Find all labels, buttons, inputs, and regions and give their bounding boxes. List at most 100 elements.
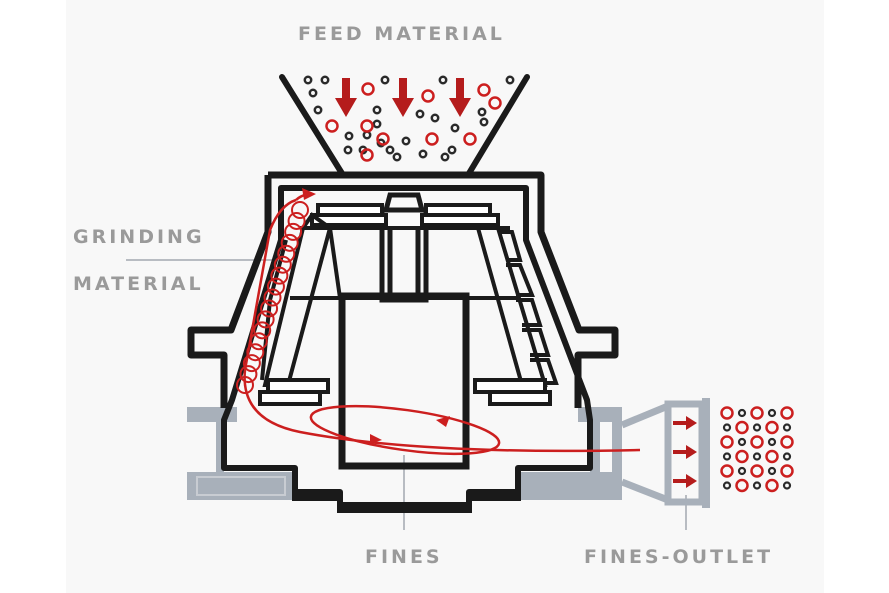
outlet-arrow-shaft xyxy=(673,479,687,483)
right-grinding-ring xyxy=(473,226,559,406)
feed-particle-dark xyxy=(477,107,487,117)
feed-particle-red xyxy=(463,132,477,146)
outlet-arrow-icon xyxy=(686,416,697,430)
grinding-particle xyxy=(273,255,292,274)
feed-particle-dark xyxy=(401,136,411,146)
fines-particle-dark xyxy=(722,481,732,490)
outlet-arrow-shaft xyxy=(673,421,687,425)
feed-particles xyxy=(303,75,515,162)
fines-particle-red xyxy=(780,464,794,478)
feed-particle-red xyxy=(421,89,435,103)
fines-particles xyxy=(720,406,794,493)
base-outline xyxy=(292,468,521,513)
outlet-arrow-shaft xyxy=(673,450,687,454)
flow-arrowhead-top xyxy=(302,188,316,200)
feed-particle-dark xyxy=(362,130,372,140)
feed-particle-dark xyxy=(430,113,440,123)
feed-particle-dark xyxy=(344,131,354,141)
fines-particle-red xyxy=(780,406,794,420)
left-grinding-ring xyxy=(258,212,342,406)
fines-particle-red xyxy=(735,420,749,435)
label-feed-material: FEED MATERIAL xyxy=(298,23,505,45)
grinding-particle xyxy=(270,266,289,285)
feed-particle-red xyxy=(360,119,374,133)
grinding-particle xyxy=(284,222,303,241)
feed-particle-dark xyxy=(343,145,353,155)
grinding-particle xyxy=(291,201,309,219)
feed-particle-red xyxy=(477,83,491,97)
feed-particle-red xyxy=(488,96,502,110)
feed-particle-red xyxy=(361,82,375,96)
grinding-particle xyxy=(277,244,296,263)
feed-particle-dark xyxy=(447,145,457,155)
feed-particle-dark xyxy=(313,105,323,115)
fines-particle-dark xyxy=(752,481,762,490)
grinding-particle xyxy=(287,211,306,230)
grinding-particle xyxy=(256,310,275,329)
fines-particle-dark xyxy=(782,423,792,432)
feed-hopper xyxy=(279,74,530,178)
grinding-particle xyxy=(263,288,282,307)
fines-particle-dark xyxy=(767,437,777,447)
fines-particle-red xyxy=(735,478,749,493)
feed-arrow-icon xyxy=(392,78,414,117)
fines-particle-red xyxy=(750,406,764,420)
fines-particle-red xyxy=(765,478,779,493)
grinding-particle xyxy=(242,354,261,373)
feed-arrows xyxy=(335,78,471,117)
fines-particle-dark xyxy=(722,452,732,461)
fines-particle-dark xyxy=(782,452,792,461)
outlet-arrows xyxy=(673,416,697,488)
feed-particle-dark xyxy=(308,88,318,98)
fines-particle-dark xyxy=(752,423,762,432)
feed-particle-dark xyxy=(479,117,489,127)
feed-particle-dark xyxy=(415,109,425,119)
feed-particle-red xyxy=(325,119,339,133)
feed-particle-dark xyxy=(450,123,460,133)
outlet-arrow-icon xyxy=(686,474,697,488)
label-fines-outlet: FINES-OUTLET xyxy=(584,546,773,568)
central-shaft xyxy=(338,192,470,470)
feed-particle-dark xyxy=(505,75,515,85)
feed-particle-red xyxy=(360,148,374,162)
flow-arrowhead-ellipse-left xyxy=(370,434,382,444)
fines-particle-dark xyxy=(752,452,762,461)
label-grinding-material-line2: MATERIAL xyxy=(73,273,204,295)
fines-particle-dark xyxy=(737,466,747,476)
fines-particle-red xyxy=(765,449,779,464)
fines-particle-dark xyxy=(722,423,732,432)
fines-particle-red xyxy=(720,406,734,420)
fines-particle-dark xyxy=(767,466,777,476)
feed-arrow-icon xyxy=(335,78,357,117)
fines-particle-dark xyxy=(737,437,747,447)
feed-arrow-icon xyxy=(449,78,471,117)
flow-arrowhead-ellipse-right xyxy=(436,416,450,427)
fines-particle-red xyxy=(720,464,734,478)
outer-casing xyxy=(187,171,619,408)
feed-particle-dark xyxy=(418,149,428,159)
feed-particle-dark xyxy=(303,75,313,85)
feed-particle-dark xyxy=(372,105,382,115)
fines-particle-red xyxy=(720,435,734,449)
base-housing-inner xyxy=(196,476,286,496)
label-grinding-material-line1: GRINDING xyxy=(73,226,205,248)
feed-particle-dark xyxy=(372,119,382,129)
feed-particle-dark xyxy=(385,145,395,155)
feed-particle-dark xyxy=(380,75,390,85)
feed-particle-dark xyxy=(440,152,450,162)
feed-particle-red xyxy=(376,132,390,146)
fines-outlet-housing xyxy=(620,398,710,508)
grinding-particle xyxy=(253,321,272,340)
fines-particle-dark xyxy=(767,408,777,418)
fines-particle-dark xyxy=(782,481,792,490)
fines-particle-red xyxy=(750,435,764,449)
fines-particle-red xyxy=(780,435,794,449)
outlet-arrow-icon xyxy=(686,445,697,459)
grinding-particle xyxy=(266,277,285,296)
fines-particle-red xyxy=(750,464,764,478)
fines-particle-red xyxy=(765,420,779,435)
feed-particle-dark xyxy=(438,75,448,85)
feed-particle-red xyxy=(425,132,439,146)
grinding-particle xyxy=(239,365,258,384)
